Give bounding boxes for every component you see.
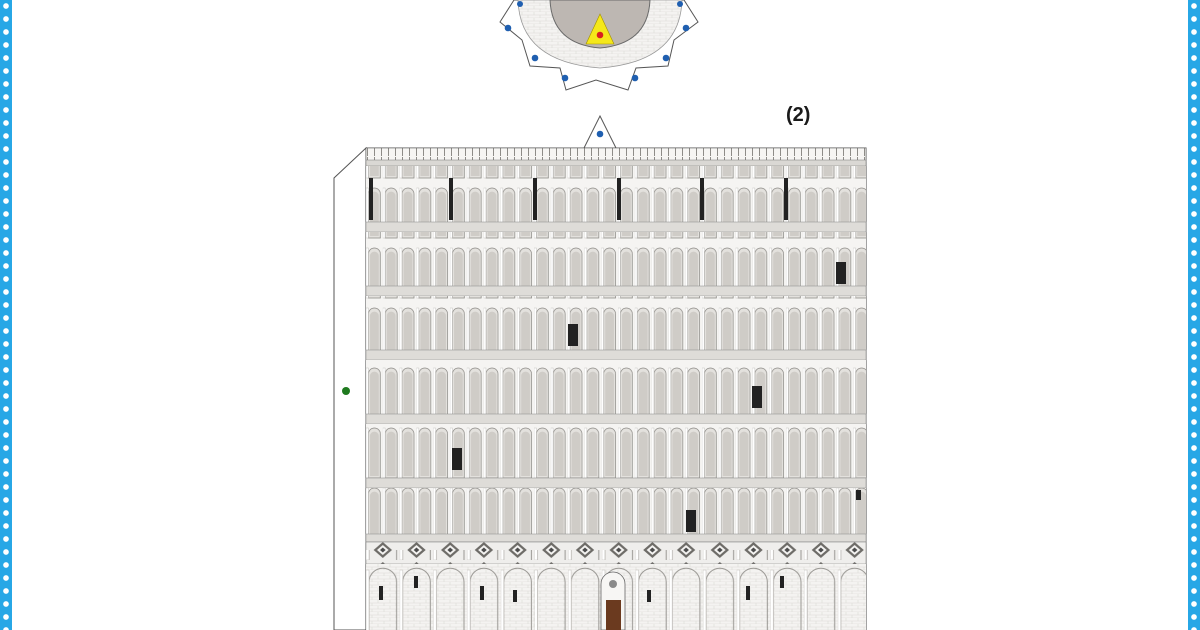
gluing-tab bbox=[333, 146, 367, 630]
entrance-door bbox=[600, 571, 626, 630]
arcade-tower-wall bbox=[365, 147, 867, 630]
top-tier-slots bbox=[369, 178, 788, 220]
cap-star-piece bbox=[499, 0, 699, 91]
tier-windows bbox=[452, 262, 861, 532]
decorative-border-left bbox=[0, 0, 12, 630]
part-number-label: (2) bbox=[786, 104, 811, 126]
arcade-tiers bbox=[365, 166, 867, 543]
ground-level bbox=[365, 541, 867, 630]
decorative-border-right bbox=[1188, 0, 1200, 630]
top-triangle-tab bbox=[583, 114, 617, 149]
